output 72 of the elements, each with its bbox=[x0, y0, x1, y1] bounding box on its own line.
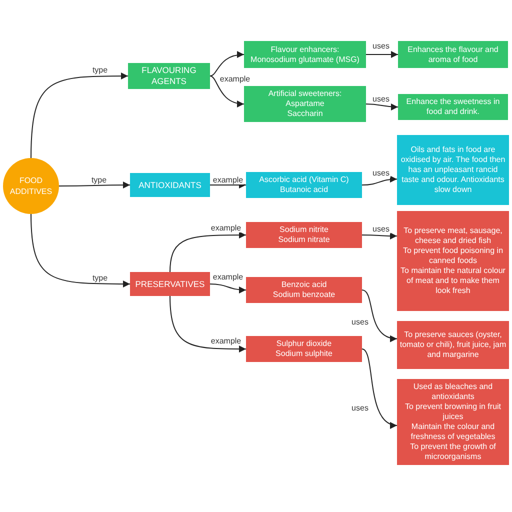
edge-label: example bbox=[212, 272, 244, 282]
node-text: Sulphur dioxide bbox=[276, 339, 332, 349]
node-text: To maintain the natural colour of meat and to make them look fresh bbox=[400, 266, 506, 296]
edge-label: type bbox=[90, 176, 108, 184]
node-text: Sodium benzoate bbox=[272, 290, 336, 300]
arrow bbox=[210, 182, 246, 188]
arrow bbox=[30, 72, 128, 158]
node-text: Enhances the flavour and aroma of food bbox=[406, 44, 500, 64]
arrow bbox=[362, 232, 398, 240]
node-text: To prevent browning in fruit juices bbox=[404, 402, 502, 422]
category-box bbox=[130, 173, 210, 197]
arrow bbox=[362, 290, 398, 342]
example-box bbox=[246, 277, 362, 303]
node-text: PRESERVATIVES bbox=[135, 278, 205, 290]
arrow bbox=[58, 182, 130, 189]
arrow bbox=[170, 296, 246, 352]
edge-label: uses bbox=[372, 224, 390, 234]
node-text: Sodium nitrate bbox=[278, 235, 330, 245]
node-text: To prevent the growth of microorganisms bbox=[409, 442, 497, 462]
node-text: Monosodium glutamate (MSG) bbox=[250, 54, 360, 64]
arrow bbox=[366, 51, 398, 58]
arrow bbox=[362, 176, 398, 186]
node-text: FOOD ADDITIVES bbox=[8, 175, 54, 197]
edge-label: type bbox=[91, 274, 109, 282]
edge-label: uses bbox=[372, 94, 390, 104]
description-box bbox=[397, 211, 509, 311]
edge-label: uses bbox=[350, 318, 370, 326]
node-text: FLAVOURING AGENTS bbox=[140, 65, 198, 87]
description-box bbox=[397, 321, 509, 369]
edge-label: example bbox=[210, 336, 242, 346]
example-box bbox=[246, 222, 362, 248]
edge-label: example bbox=[212, 176, 244, 184]
edge-label: example bbox=[218, 74, 252, 84]
example-box bbox=[244, 41, 366, 68]
edge-label: uses bbox=[372, 42, 390, 50]
node-text: Enhance the sweetness in food and drink. bbox=[405, 97, 501, 117]
example-box bbox=[246, 336, 362, 362]
arrow bbox=[366, 103, 398, 110]
edge-label: uses bbox=[350, 404, 370, 412]
description-box bbox=[397, 135, 509, 205]
description-box bbox=[397, 379, 509, 465]
node-text: Maintain the colour and freshness of vegetables bbox=[410, 422, 496, 442]
example-box bbox=[244, 86, 366, 122]
arrow bbox=[210, 76, 244, 107]
arrow bbox=[210, 52, 244, 76]
edge-label: uses bbox=[372, 168, 390, 178]
node-text: Flavour enhancers: bbox=[270, 44, 340, 54]
node-text: Sodium sulphite bbox=[276, 349, 332, 359]
node-text: Benzoic acid bbox=[281, 280, 327, 290]
arrow bbox=[210, 284, 246, 294]
node-text: Artificial sweeteners: bbox=[268, 89, 342, 99]
node-text: To preserve sauces (oyster, tomato or chili), fruit juice, jam and margarine bbox=[399, 330, 507, 360]
node-text: Butanoic acid bbox=[280, 185, 328, 195]
node-text: Used as bleaches and antioxidants bbox=[412, 382, 494, 402]
description-box bbox=[398, 94, 508, 120]
node-text: To preserve meat, sausage, cheese and dried fish bbox=[402, 226, 504, 246]
category-box bbox=[128, 63, 210, 89]
node-text: To prevent food poisoning in canned foods bbox=[402, 246, 504, 266]
edge-label: type bbox=[91, 66, 109, 74]
edge-label: example bbox=[210, 224, 242, 232]
example-box bbox=[246, 172, 362, 198]
node-text: Aspartame bbox=[286, 99, 324, 109]
arrow bbox=[362, 348, 398, 428]
description-box bbox=[398, 41, 508, 68]
node-text: Oils and fats in food are oxidised by air. The food then has an unpleasant rancid taste and odour. Antioxidants slow down bbox=[400, 145, 506, 195]
node-text: Saccharin bbox=[287, 109, 323, 119]
category-box bbox=[130, 272, 210, 296]
arrow bbox=[30, 214, 130, 288]
node-text: ANTIOXIDANTS bbox=[138, 180, 202, 190]
node-text: Ascorbic acid (Vitamin C) bbox=[259, 175, 349, 185]
arrow bbox=[170, 232, 246, 272]
node-text: Sodium nitrite bbox=[280, 225, 328, 235]
